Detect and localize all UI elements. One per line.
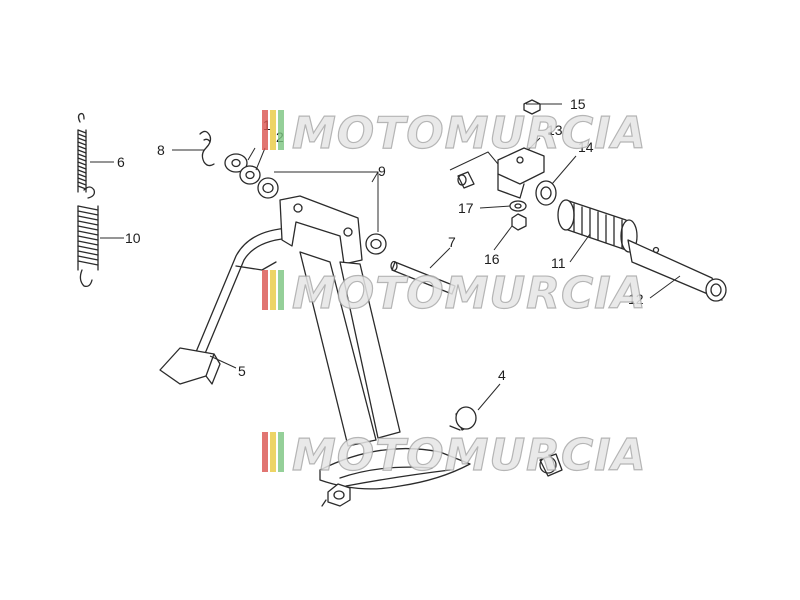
watermark-flag-green [278, 270, 284, 310]
watermark-bottom: MOTOMURCIA [262, 429, 647, 482]
callout-6: 6 [117, 154, 125, 170]
watermark-top: MOTOMURCIA [262, 107, 647, 160]
pin-7 [390, 260, 456, 295]
washer-1 [224, 153, 248, 173]
callout-8: 8 [157, 142, 165, 158]
nut-16 [511, 213, 527, 231]
callout-17: 17 [458, 200, 474, 216]
callout-13: 13 [547, 122, 563, 138]
watermark-flag-yellow [270, 110, 276, 150]
grip-11 [557, 199, 638, 253]
screw [457, 171, 475, 189]
watermark-flag-green [278, 432, 284, 472]
watermark-text: MOTOMURCIA [292, 430, 647, 481]
callout-10: 10 [125, 230, 141, 246]
callout-9: 9 [378, 163, 386, 179]
end-cap [539, 453, 563, 477]
bracket-13 [497, 147, 545, 199]
washer-17 [509, 200, 527, 212]
watermark-flag-red [262, 270, 268, 310]
leader-lines [90, 103, 681, 411]
callout-5: 5 [238, 363, 246, 379]
spring-10 [77, 186, 99, 288]
callout-16: 16 [484, 251, 500, 267]
callout-12: 12 [628, 291, 644, 307]
washer-14 [535, 180, 557, 206]
callout-4: 4 [498, 367, 506, 383]
washer-9a [257, 177, 279, 199]
watermark-text: MOTOMURCIA [292, 108, 647, 159]
stand-nut [321, 483, 351, 507]
watermark-middle: MOTOMURCIA [262, 267, 647, 320]
center-stand [279, 195, 471, 490]
watermark-flag-yellow [270, 432, 276, 472]
watermark-flag-green [278, 110, 284, 150]
rubber-bump-4 [449, 406, 477, 431]
callout-labels: 1 2 4 5 6 7 8 9 10 11 12 13 14 15 16 17 [117, 96, 644, 383]
watermark-text: MOTOMURCIA [292, 268, 647, 319]
footrest-tube-12 [627, 239, 727, 302]
side-stand-5 [159, 227, 293, 385]
watermark-flag-yellow [270, 270, 276, 310]
spring-6 [77, 112, 87, 193]
callout-11: 11 [551, 255, 566, 271]
watermark-flag-red [262, 432, 268, 472]
washer-9b [365, 233, 387, 255]
clip-8 [199, 130, 215, 167]
callout-15: 15 [570, 96, 586, 112]
callout-14: 14 [578, 139, 594, 155]
watermark-flag-red [262, 110, 268, 150]
washer-2 [239, 165, 261, 185]
callout-7: 7 [448, 234, 456, 250]
